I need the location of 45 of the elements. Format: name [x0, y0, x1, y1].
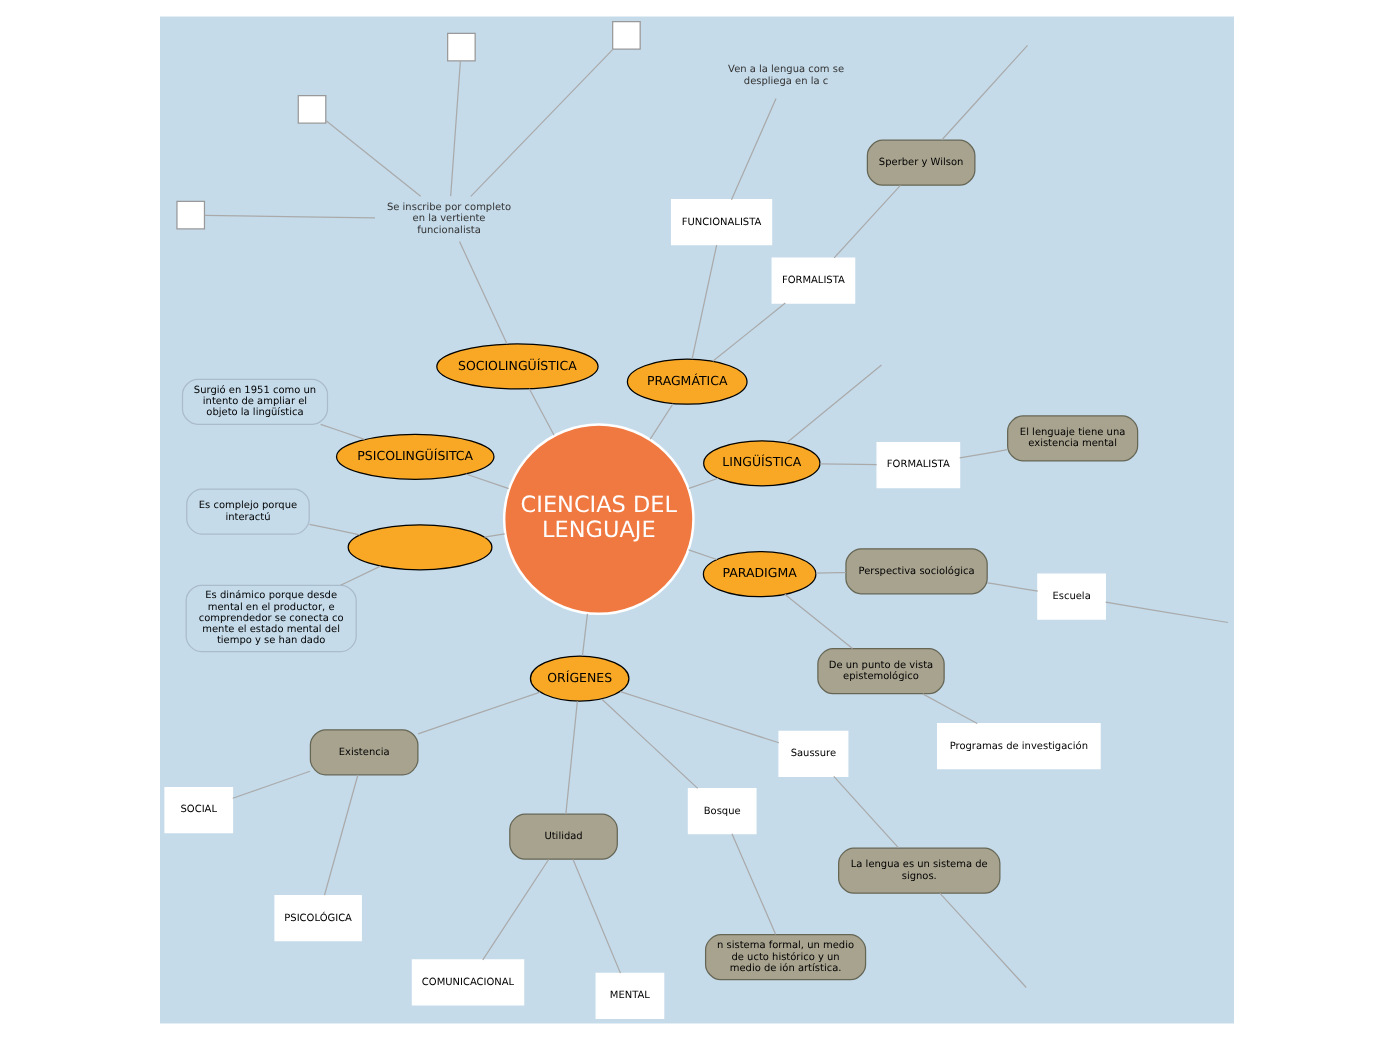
- connector: [832, 184, 901, 259]
- connector: [985, 582, 1038, 592]
- connector: [832, 775, 899, 849]
- connector: [940, 44, 1028, 141]
- connector: [527, 388, 554, 436]
- connector: [687, 549, 717, 561]
- connector: [729, 97, 776, 201]
- node-circle: CIENCIAS DEL LENGUAJE: [501, 423, 694, 616]
- connector: [938, 892, 1026, 989]
- connector: [814, 571, 846, 574]
- connector: [307, 523, 360, 536]
- connector: [600, 698, 698, 789]
- connector: [464, 473, 509, 490]
- connector: [416, 691, 540, 735]
- connector: [580, 613, 588, 657]
- connector: [690, 244, 717, 360]
- connector: [324, 120, 421, 197]
- node-box: [611, 21, 640, 50]
- connector: [687, 477, 718, 489]
- connector: [564, 700, 577, 815]
- connector: [571, 858, 621, 974]
- connector: [958, 449, 1007, 459]
- connector: [711, 302, 785, 362]
- node-box: [175, 200, 205, 230]
- connector: [322, 774, 358, 896]
- connector: [482, 533, 505, 538]
- connector: [469, 48, 613, 198]
- connector: [339, 565, 381, 586]
- connector: [648, 403, 673, 440]
- node-ellipse: [346, 524, 492, 571]
- connector: [449, 60, 461, 197]
- connector: [319, 423, 365, 440]
- node-box: [446, 32, 475, 62]
- connector: [231, 770, 310, 799]
- connector: [783, 593, 853, 650]
- connector: [203, 214, 375, 219]
- connector: [1104, 601, 1228, 624]
- node-box: [296, 95, 326, 124]
- connector: [785, 364, 882, 444]
- connector: [730, 833, 776, 936]
- connector: [457, 240, 507, 345]
- connector: [481, 858, 549, 961]
- connector: [921, 693, 977, 725]
- connector: [618, 691, 779, 744]
- connector: [818, 463, 877, 466]
